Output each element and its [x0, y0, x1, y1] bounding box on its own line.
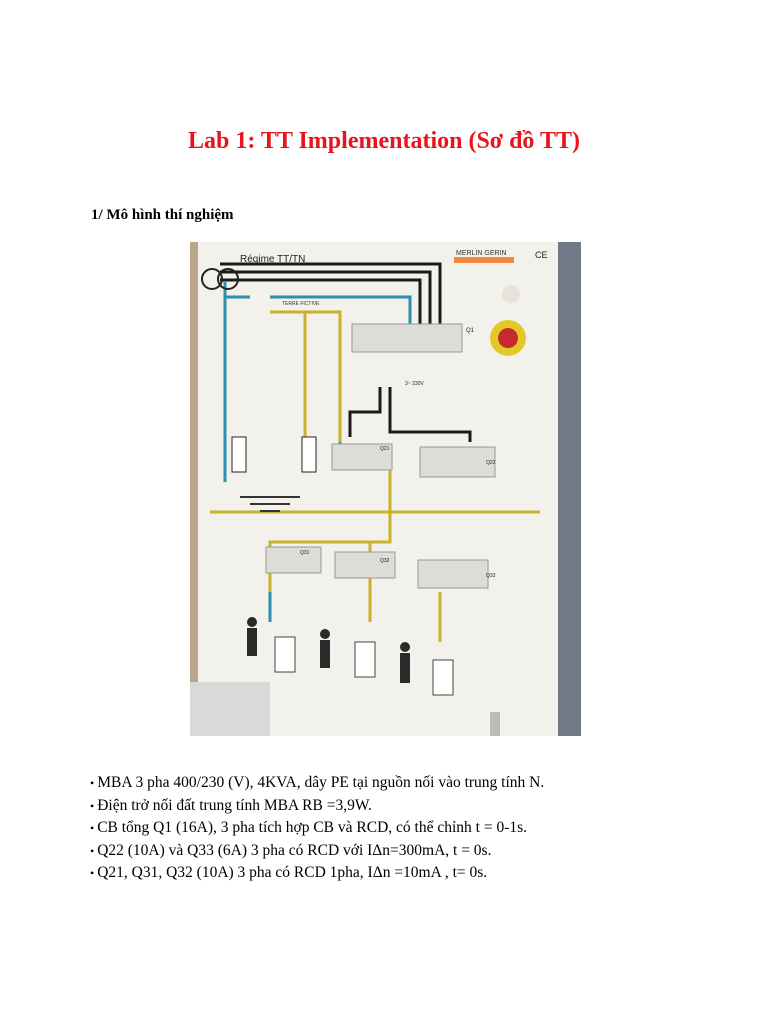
breaker-q32: Q32 — [380, 558, 390, 564]
breaker-q22: Q22 — [486, 460, 496, 466]
page-title: Lab 1: TT Implementation (Sơ đồ TT) — [187, 128, 581, 154]
board-title: Régime TT/TN — [240, 254, 305, 265]
list-item: Q21, Q31, Q32 (10A) 3 pha có RCD 1pha, I… — [90, 862, 544, 885]
section-heading: 1/ Mô hình thí nghiệm — [91, 207, 234, 223]
list-item: CB tổng Q1 (16A), 3 pha tích hợp CB và R… — [90, 817, 544, 840]
breaker-q1: Q1 — [466, 328, 475, 334]
spec-list: MBA 3 pha 400/230 (V), 4KVA, dây PE tại … — [90, 772, 544, 885]
breaker-q33: Q33 — [486, 573, 496, 579]
brand-label: MERLIN GERIN — [456, 250, 507, 257]
breaker-q31: Q31 — [300, 550, 310, 556]
list-item: MBA 3 pha 400/230 (V), 4KVA, dây PE tại … — [90, 772, 544, 795]
voltage-label: 3~ 230V — [405, 381, 424, 387]
list-item: Điện trở nối đất trung tính MBA RB =3,9W… — [90, 795, 544, 818]
ce-mark: CE — [535, 250, 548, 260]
terre-label: TERRE FICTIVE — [282, 301, 320, 307]
lab-board-photo: Régime TT/TN MERLIN GERIN CE TERRE FICTI… — [190, 242, 581, 736]
list-item: Q22 (10A) và Q33 (6A) 3 pha có RCD với I… — [90, 840, 544, 863]
breaker-q21: Q21 — [380, 446, 390, 452]
